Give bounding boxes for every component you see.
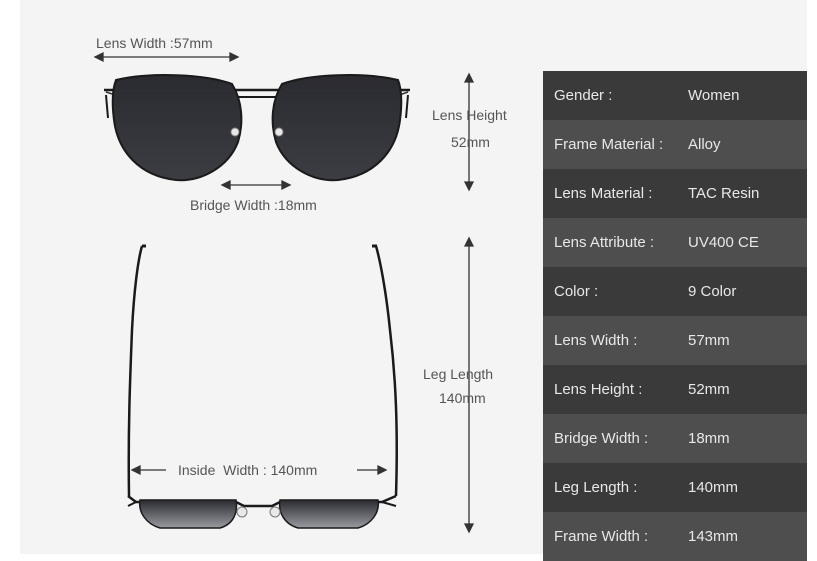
lens-height-arrow: [463, 72, 475, 192]
left-lens: [111, 74, 243, 182]
leg-length-label: Leg Length: [423, 366, 494, 382]
spec-value: 57mm: [688, 332, 730, 349]
front-view-glasses: [104, 74, 410, 182]
spec-label: Frame Material :: [554, 136, 664, 153]
spec-label: Color :: [554, 283, 599, 300]
spec-value: 143mm: [688, 528, 739, 545]
spec-row-lens-attribute: Lens Attribute : UV400 CE: [543, 218, 807, 267]
lens-width-label: Lens Width :57mm: [96, 35, 213, 51]
inside-width-label: Inside Width : 140mm: [178, 462, 318, 478]
spec-label: Frame Width :: [554, 528, 649, 545]
spec-label: Bridge Width :: [554, 430, 649, 447]
bridge-width-label: Bridge Width :18mm: [190, 197, 317, 213]
spec-label: Lens Width :: [554, 332, 638, 349]
inside-width-arrow: [130, 464, 388, 476]
top-view-nose-pad-left: [236, 506, 248, 518]
spec-table: Gender : Women Frame Material : Alloy Le…: [543, 71, 807, 561]
spec-row-bridge-width: Bridge Width : 18mm: [543, 414, 807, 463]
spec-value: 140mm: [688, 479, 739, 496]
spec-label: Lens Material :: [554, 185, 653, 202]
spec-value: TAC Resin: [688, 185, 760, 202]
spec-row-frame-width: Frame Width : 143mm: [543, 512, 807, 561]
spec-label: Lens Attribute :: [554, 234, 655, 251]
bridge-width-arrow: [220, 179, 292, 191]
spec-label: Lens Height :: [554, 381, 643, 398]
lens-width-arrow: [93, 51, 240, 63]
spec-row-lens-height: Lens Height : 52mm: [543, 365, 807, 414]
spec-row-lens-material: Lens Material : TAC Resin: [543, 169, 807, 218]
leg-length-value: 140mm: [439, 390, 486, 406]
right-lens: [271, 74, 403, 182]
spec-value: 52mm: [688, 381, 730, 398]
top-view-nose-pad-right: [269, 506, 281, 518]
spec-value: 9 Color: [688, 283, 737, 300]
spec-row-leg-length: Leg Length : 140mm: [543, 463, 807, 512]
spec-value: Women: [688, 87, 740, 104]
spec-row-frame-material: Frame Material : Alloy: [543, 120, 807, 169]
spec-value: 18mm: [688, 430, 730, 447]
spec-row-lens-width: Lens Width : 57mm: [543, 316, 807, 365]
spec-label: Leg Length :: [554, 479, 638, 496]
lens-height-label: Lens Height: [432, 107, 507, 123]
spec-value: UV400 CE: [688, 234, 759, 251]
spec-row-gender: Gender : Women: [543, 71, 807, 120]
top-view-left-lens: [138, 499, 238, 529]
spec-label: Gender :: [554, 87, 613, 104]
spec-row-color: Color : 9 Color: [543, 267, 807, 316]
spec-value: Alloy: [688, 136, 721, 153]
leg-length-arrow: [463, 236, 475, 534]
top-view-right-lens: [278, 499, 380, 529]
lens-height-value: 52mm: [451, 134, 490, 150]
